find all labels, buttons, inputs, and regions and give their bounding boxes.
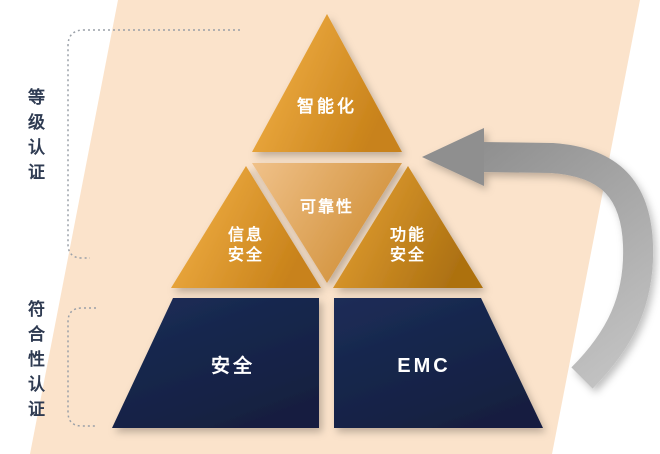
label-intelligence: 智能化 (297, 96, 357, 116)
label-functional-safety-line2: 安全 (390, 245, 426, 264)
triangle-functional-safety (333, 166, 483, 288)
feedback-arrow-shaft (481, 142, 654, 389)
trapezoid-safety (112, 298, 319, 428)
label-information-security-line2: 安全 (228, 245, 264, 264)
triangle-reliability (252, 163, 402, 283)
label-information-security-line1: 信息 (228, 225, 264, 244)
label-reliability: 可靠性 (300, 197, 354, 216)
side-label-conformity-certification: 符合性认证 (25, 300, 44, 425)
triangle-intelligence (252, 14, 402, 152)
dotted-bracket-upper (67, 29, 240, 259)
feedback-arrow (422, 128, 654, 389)
label-functional-safety-line1: 功能 (390, 225, 426, 244)
label-emc: EMC (397, 355, 450, 377)
trapezoid-emc (334, 298, 543, 428)
side-label-level-certification: 等级认证 (25, 88, 44, 188)
feedback-arrow-head-icon (422, 128, 484, 186)
label-safety: 安全 (211, 354, 255, 377)
triangle-information-security (171, 166, 321, 288)
dotted-bracket-lower (67, 307, 96, 427)
